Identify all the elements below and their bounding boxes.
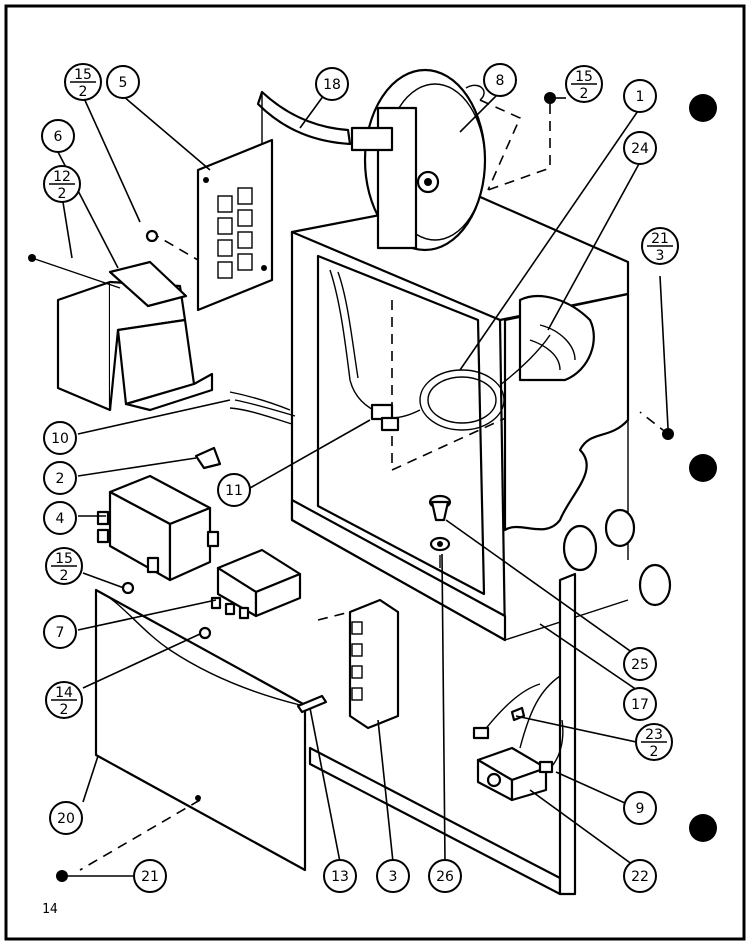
screws [56, 92, 674, 882]
svg-text:15: 15 [55, 551, 73, 567]
svg-text:13: 13 [331, 869, 349, 885]
callout-17: 17 [623, 687, 657, 721]
page-border [4, 4, 746, 941]
callout-11: 11 [217, 473, 251, 507]
callout-15-2-left: 15 2 [64, 63, 102, 101]
svg-text:2: 2 [60, 702, 69, 718]
callout-26: 26 [428, 859, 462, 893]
svg-text:21: 21 [141, 869, 159, 885]
callout-9: 9 [623, 791, 657, 825]
base-rail [308, 572, 577, 896]
callout-1: 1 [623, 79, 657, 113]
internal-wires [329, 269, 400, 432]
binder-hole-bottom [689, 814, 717, 842]
cover-panel [79, 588, 307, 872]
svg-text:7: 7 [56, 625, 65, 641]
svg-text:14: 14 [55, 685, 73, 701]
svg-text:12: 12 [53, 169, 71, 185]
screw-13 [296, 694, 328, 714]
page-number: 14 [42, 902, 58, 917]
limit-switch [472, 675, 564, 802]
svg-text:9: 9 [636, 801, 645, 817]
svg-text:2: 2 [58, 186, 67, 202]
svg-text:20: 20 [57, 811, 75, 827]
relay [96, 474, 220, 582]
callout-14-2: 14 2 [45, 681, 83, 719]
svg-text:21: 21 [651, 231, 669, 247]
svg-text:24: 24 [631, 141, 649, 157]
pressure-switch [350, 68, 522, 252]
svg-text:6: 6 [54, 129, 63, 145]
callout-23-2: 23 2 [635, 723, 673, 761]
callout-3: 3 [376, 859, 410, 893]
callout-5: 5 [106, 65, 140, 99]
transformer-leads [229, 391, 296, 425]
svg-text:8: 8 [496, 73, 505, 89]
control-box-cabinet [290, 194, 630, 642]
transformer [28, 254, 214, 412]
svg-text:15: 15 [74, 67, 92, 83]
callout-24: 24 [623, 131, 657, 165]
svg-text:2: 2 [79, 84, 88, 100]
callout-21-3: 21 3 [641, 227, 679, 265]
screw-23 [510, 706, 526, 722]
callout-15-2-right: 15 2 [565, 65, 603, 103]
terminal-strip [317, 598, 400, 730]
svg-text:22: 22 [631, 869, 649, 885]
callout-21: 21 [133, 859, 167, 893]
callout-25: 25 [623, 647, 657, 681]
washer-26 [429, 536, 451, 568]
svg-text:4: 4 [56, 511, 65, 527]
callout-18: 18 [315, 67, 349, 101]
svg-text:26: 26 [436, 869, 454, 885]
svg-text:3: 3 [389, 869, 398, 885]
svg-text:17: 17 [631, 697, 649, 713]
svg-text:3: 3 [656, 248, 665, 264]
callout-13: 13 [323, 859, 357, 893]
svg-text:5: 5 [119, 75, 128, 91]
callout-20: 20 [49, 801, 83, 835]
callout-4: 4 [43, 501, 77, 535]
callout-10: 10 [43, 421, 77, 455]
fan-relay [210, 548, 302, 620]
callout-8: 8 [483, 63, 517, 97]
svg-text:1: 1 [636, 89, 645, 105]
back-plate-wiring [518, 295, 595, 382]
callout-12-2: 12 2 [43, 165, 81, 203]
callout-6: 6 [41, 119, 75, 153]
leader-lines [57, 83, 669, 877]
callout-7: 7 [43, 615, 77, 649]
svg-text:23: 23 [645, 727, 663, 743]
wire-nut [194, 446, 222, 470]
svg-text:2: 2 [60, 568, 69, 584]
callout-22: 22 [623, 859, 657, 893]
grommet-25 [428, 494, 452, 522]
svg-text:18: 18 [323, 77, 341, 93]
svg-text:2: 2 [580, 86, 589, 102]
svg-text:2: 2 [650, 744, 659, 760]
callout-15-2-mid: 15 2 [45, 547, 83, 585]
binder-hole-top [689, 94, 717, 122]
binder-hole-middle [689, 454, 717, 482]
callout-2: 2 [43, 461, 77, 495]
svg-text:15: 15 [575, 69, 593, 85]
svg-text:10: 10 [51, 431, 69, 447]
svg-text:11: 11 [225, 483, 243, 499]
svg-text:25: 25 [631, 657, 649, 673]
svg-text:2: 2 [56, 471, 65, 487]
